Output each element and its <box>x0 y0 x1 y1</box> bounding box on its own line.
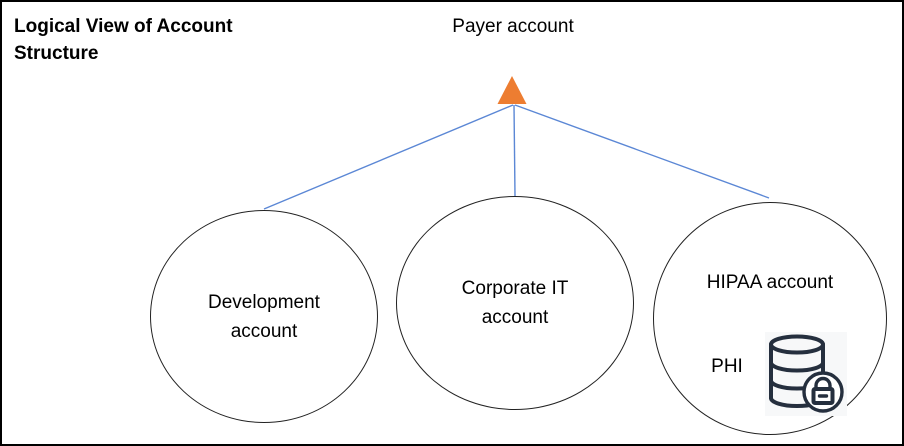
node-development-account: Development account <box>150 210 378 423</box>
diagram-title: Logical View of Account Structure <box>14 16 233 64</box>
phi-label: PHI <box>711 356 743 377</box>
connector-line-development <box>263 104 514 210</box>
node-label: Corporate IT account <box>461 278 569 328</box>
node-hipaa-account: HIPAA account PHI <box>653 202 887 435</box>
node-label: Development account <box>208 291 320 342</box>
connector-line-corporate-it <box>513 104 516 197</box>
node-label: HIPAA account <box>706 272 834 293</box>
payer-account-label: Payer account <box>452 16 574 37</box>
node-corporate-it-account: Corporate IT account <box>396 196 634 410</box>
database-lock-icon <box>769 334 844 413</box>
lock-body <box>811 387 835 405</box>
orange-triangle-icon <box>497 76 527 104</box>
lock-shackle <box>814 376 832 391</box>
connector-line-hipaa <box>514 104 770 199</box>
